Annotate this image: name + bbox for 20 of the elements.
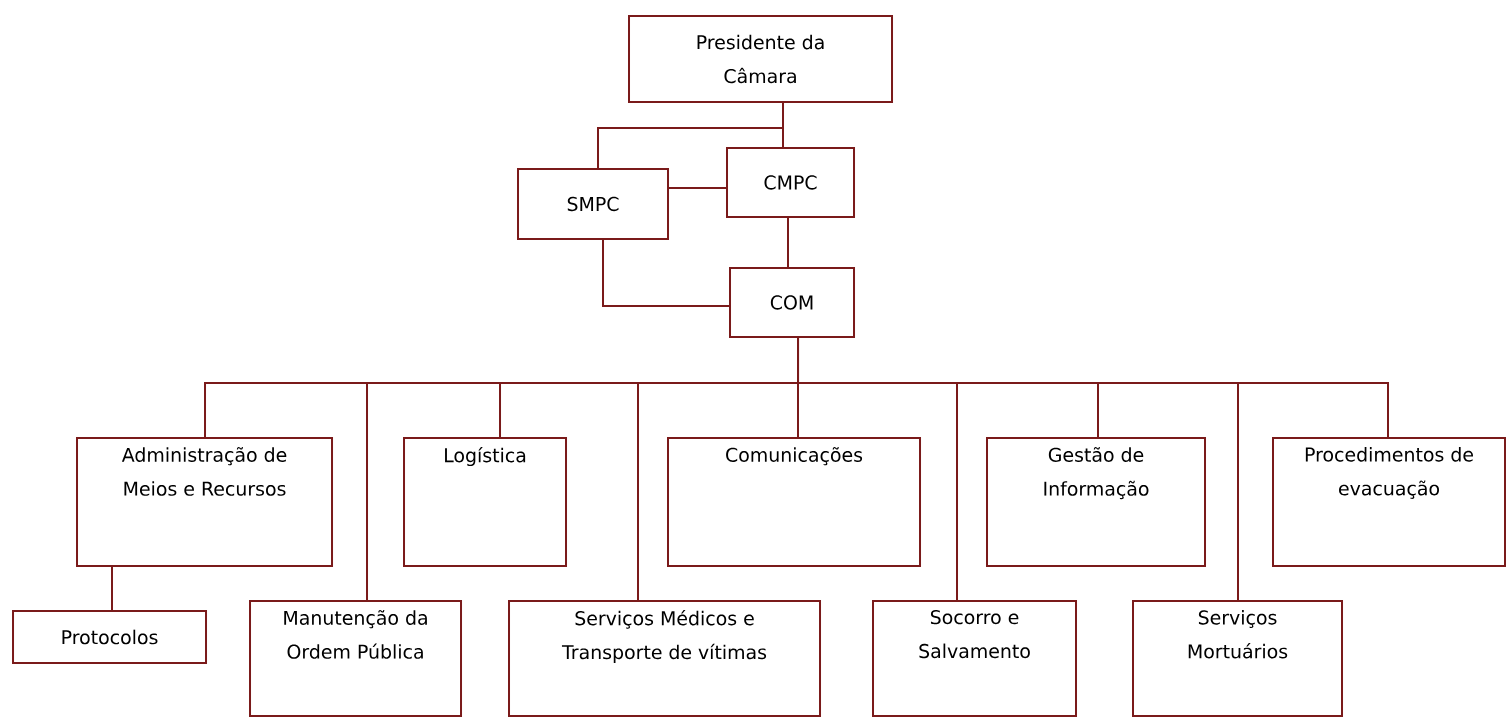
connector-line (787, 217, 789, 268)
box: Logística (403, 437, 567, 567)
box: Manutenção da Ordem Pública (249, 600, 462, 717)
box: Presidente da Câmara (628, 15, 893, 103)
box: Serviços Médicos e Transporte de vítimas (508, 600, 821, 717)
box: Protocolos (12, 610, 207, 664)
box: Procedimentos de evacuação (1272, 437, 1506, 567)
connector-line (111, 566, 113, 611)
box: SMPC (517, 168, 669, 240)
box: CMPC (726, 147, 855, 218)
connector-line (668, 187, 727, 189)
connector-line (797, 337, 1389, 438)
box: Administração de Meios e Recursos (76, 437, 333, 567)
connector-line (602, 239, 730, 307)
box: Socorro e Salvamento (872, 600, 1077, 717)
box: Serviços Mortuários (1132, 600, 1343, 717)
box: COM (729, 267, 855, 338)
box: Comunicações (667, 437, 921, 567)
connector-line (782, 102, 784, 148)
box: Gestão de Informação (986, 437, 1206, 567)
